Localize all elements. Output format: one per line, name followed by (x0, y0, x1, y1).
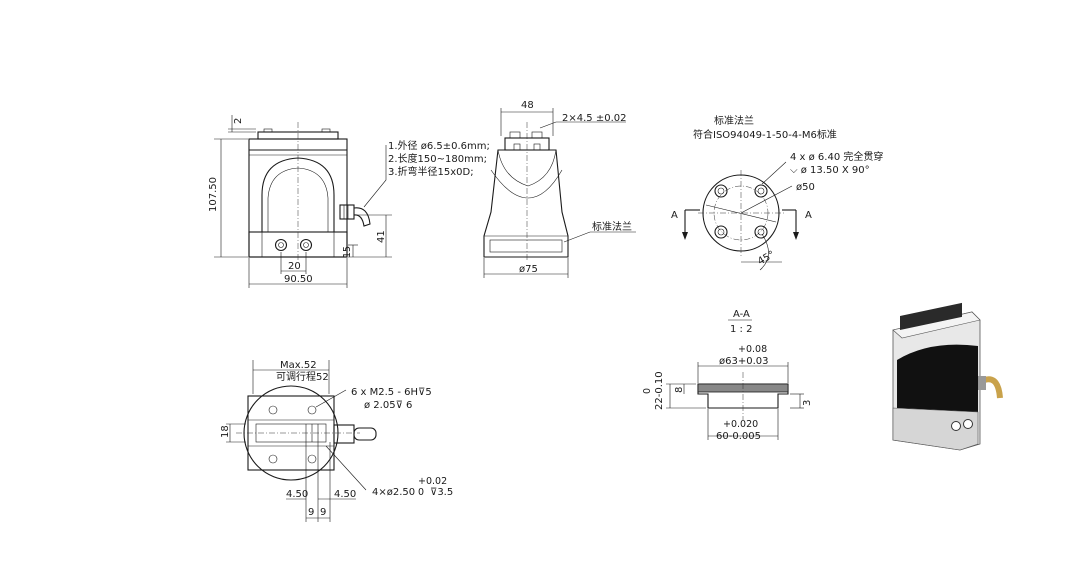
section-d63: ø63+0.03 (719, 356, 769, 367)
flange-counterbore-note: ⌵ ø 13.50 X 90° (790, 165, 870, 176)
section-dim-3: 3 (802, 400, 813, 406)
front-dim-2: 2 (233, 118, 244, 124)
product-render (892, 302, 1003, 451)
note-line-3: 3.折弯半径15x0D; (388, 165, 474, 178)
section-d63-tol: +0.08 (738, 344, 767, 355)
top-dim-450-right: 4.50 (334, 489, 356, 500)
flange-section-a-left: A (671, 210, 678, 221)
flange-bolt-holes (714, 184, 768, 239)
top-dim-9-b: 9 (320, 507, 326, 518)
side-label-flange: 标准法兰 (592, 220, 632, 233)
note-line-2: 2.长度150~180mm; (388, 152, 487, 165)
section-d60: 60-0.005 (716, 431, 761, 442)
front-dim-width: 90.50 (284, 274, 313, 285)
side-view: 48 2×4.5 ±0.02 ø75 标准法兰 (483, 100, 636, 278)
section-dim-22: 22-0.10 (654, 371, 665, 410)
top-tapped-holes (268, 405, 317, 464)
flange-view: 标准法兰 符合ISO94049-1-50-4-M6标准 4 x ø 6.40 完… (671, 114, 883, 271)
flange-title-1: 标准法兰 (714, 114, 754, 127)
top-tap-note: 6 x M2.5 - 6H⊽5 (351, 387, 432, 398)
top-pin-depth: ⊽3.5 (430, 487, 453, 498)
top-view: Max.52 可调行程52 6 x M2.5 - 6H⊽5 ø 2.05⊽ 6 … (220, 360, 453, 522)
front-view: 2 107.50 41 15 20 90.50 (208, 115, 392, 288)
section-view: A-A 1 : 2 +0.08 ø63+0.03 +0.020 60-0.005… (642, 309, 813, 442)
top-drill-note: ø 2.05⊽ 6 (364, 400, 412, 411)
flange-dim-angle: 45° (756, 249, 777, 267)
side-dim-48: 48 (521, 100, 534, 111)
top-dim-stroke: 可调行程52 (276, 370, 329, 383)
section-d60-tol: +0.020 (723, 419, 758, 430)
side-dim-dia: ø75 (519, 264, 538, 275)
top-pin-tol-low: 0 (418, 487, 424, 498)
section-dim-22-upper: 0 (642, 388, 653, 394)
top-pin-note: 4×ø2.50 (372, 487, 415, 498)
front-dim-41: 41 (376, 230, 387, 243)
front-dim-20: 20 (288, 261, 301, 272)
top-dim-max: Max.52 (280, 360, 317, 371)
top-dim-9-a: 9 (308, 507, 314, 518)
top-pin-tol-up: +0.02 (418, 476, 447, 487)
section-title: A-A (733, 309, 750, 320)
side-dim-slot: 2×4.5 ±0.02 (562, 113, 626, 124)
section-dim-8: 8 (674, 387, 685, 393)
top-dim-18: 18 (220, 425, 231, 438)
section-scale: 1 : 2 (730, 324, 752, 335)
front-dim-15: 15 (342, 246, 353, 258)
flange-title-2: 符合ISO94049-1-50-4-M6标准 (693, 128, 837, 141)
cable-notes: 1.外径 ø6.5±0.6mm; 2.长度150~180mm; 3.折弯半径15… (363, 139, 490, 208)
flange-dim-pcd: ø50 (796, 182, 815, 193)
flange-section-a-right: A (805, 210, 812, 221)
top-dim-450-left: 4.50 (286, 489, 308, 500)
flange-holes-note: 4 x ø 6.40 完全贯穿 (790, 150, 883, 163)
note-line-1: 1.外径 ø6.5±0.6mm; (388, 139, 490, 152)
front-dim-height: 107.50 (208, 177, 219, 212)
